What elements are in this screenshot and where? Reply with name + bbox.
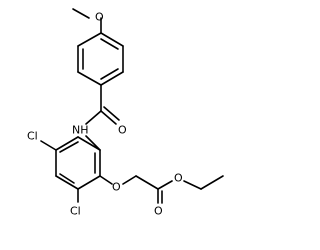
- atom-cl-lower: Cl: [70, 205, 81, 218]
- bond-ch2-ester-c: [135, 175, 159, 190]
- structure-diagram: O NH O Cl Cl O O O: [27, 8, 224, 218]
- ring-a-bond-3: [100, 71, 124, 86]
- bond-amide-co-1: [100, 110, 117, 125]
- bond-ester-c-o: [157, 180, 173, 190]
- atom-o-amide: O: [118, 124, 127, 137]
- ring-a-bond-1: [100, 32, 124, 47]
- atom-cl-upper: Cl: [27, 130, 38, 143]
- ring-b-bond-3: [55, 175, 79, 190]
- ring-a-bond-6: [77, 32, 102, 47]
- dichlorophenyl-ring: [55, 136, 101, 190]
- bond-o-ethyl-ch2: [183, 180, 202, 190]
- ring-a-double-1: [100, 38, 119, 50]
- bond-amide-co-2: [103, 106, 120, 121]
- atom-o-methoxy: O: [95, 11, 104, 24]
- bond-layer: [40, 8, 224, 204]
- methoxyphenyl-ring: [77, 32, 124, 86]
- ring-a-bond-4: [77, 71, 102, 86]
- ring-a-double-2: [100, 68, 119, 80]
- bond-cl-upper: [40, 140, 57, 151]
- atom-o-ether: O: [112, 181, 121, 194]
- bond-o-ch2: [122, 175, 137, 185]
- atom-o-ester: O: [174, 172, 183, 185]
- bond-carbonyl-nh: [85, 110, 102, 125]
- ring-b-bond-2: [77, 175, 101, 190]
- bond-ethyl: [200, 175, 224, 190]
- bond-methyl-o: [72, 8, 90, 19]
- ring-b-bond-5: [55, 136, 79, 151]
- ring-b-double-3: [59, 141, 79, 153]
- bond-ring-o-ether: [99, 175, 113, 185]
- atom-o-ester-carbonyl: O: [154, 205, 163, 218]
- atom-label-layer: O NH O Cl Cl O O O: [27, 11, 183, 218]
- bond-nh-ring: [85, 135, 101, 151]
- ring-b-bond-6: [77, 136, 101, 151]
- atom-nh: NH: [72, 124, 89, 137]
- ring-b-double-2: [59, 173, 75, 184]
